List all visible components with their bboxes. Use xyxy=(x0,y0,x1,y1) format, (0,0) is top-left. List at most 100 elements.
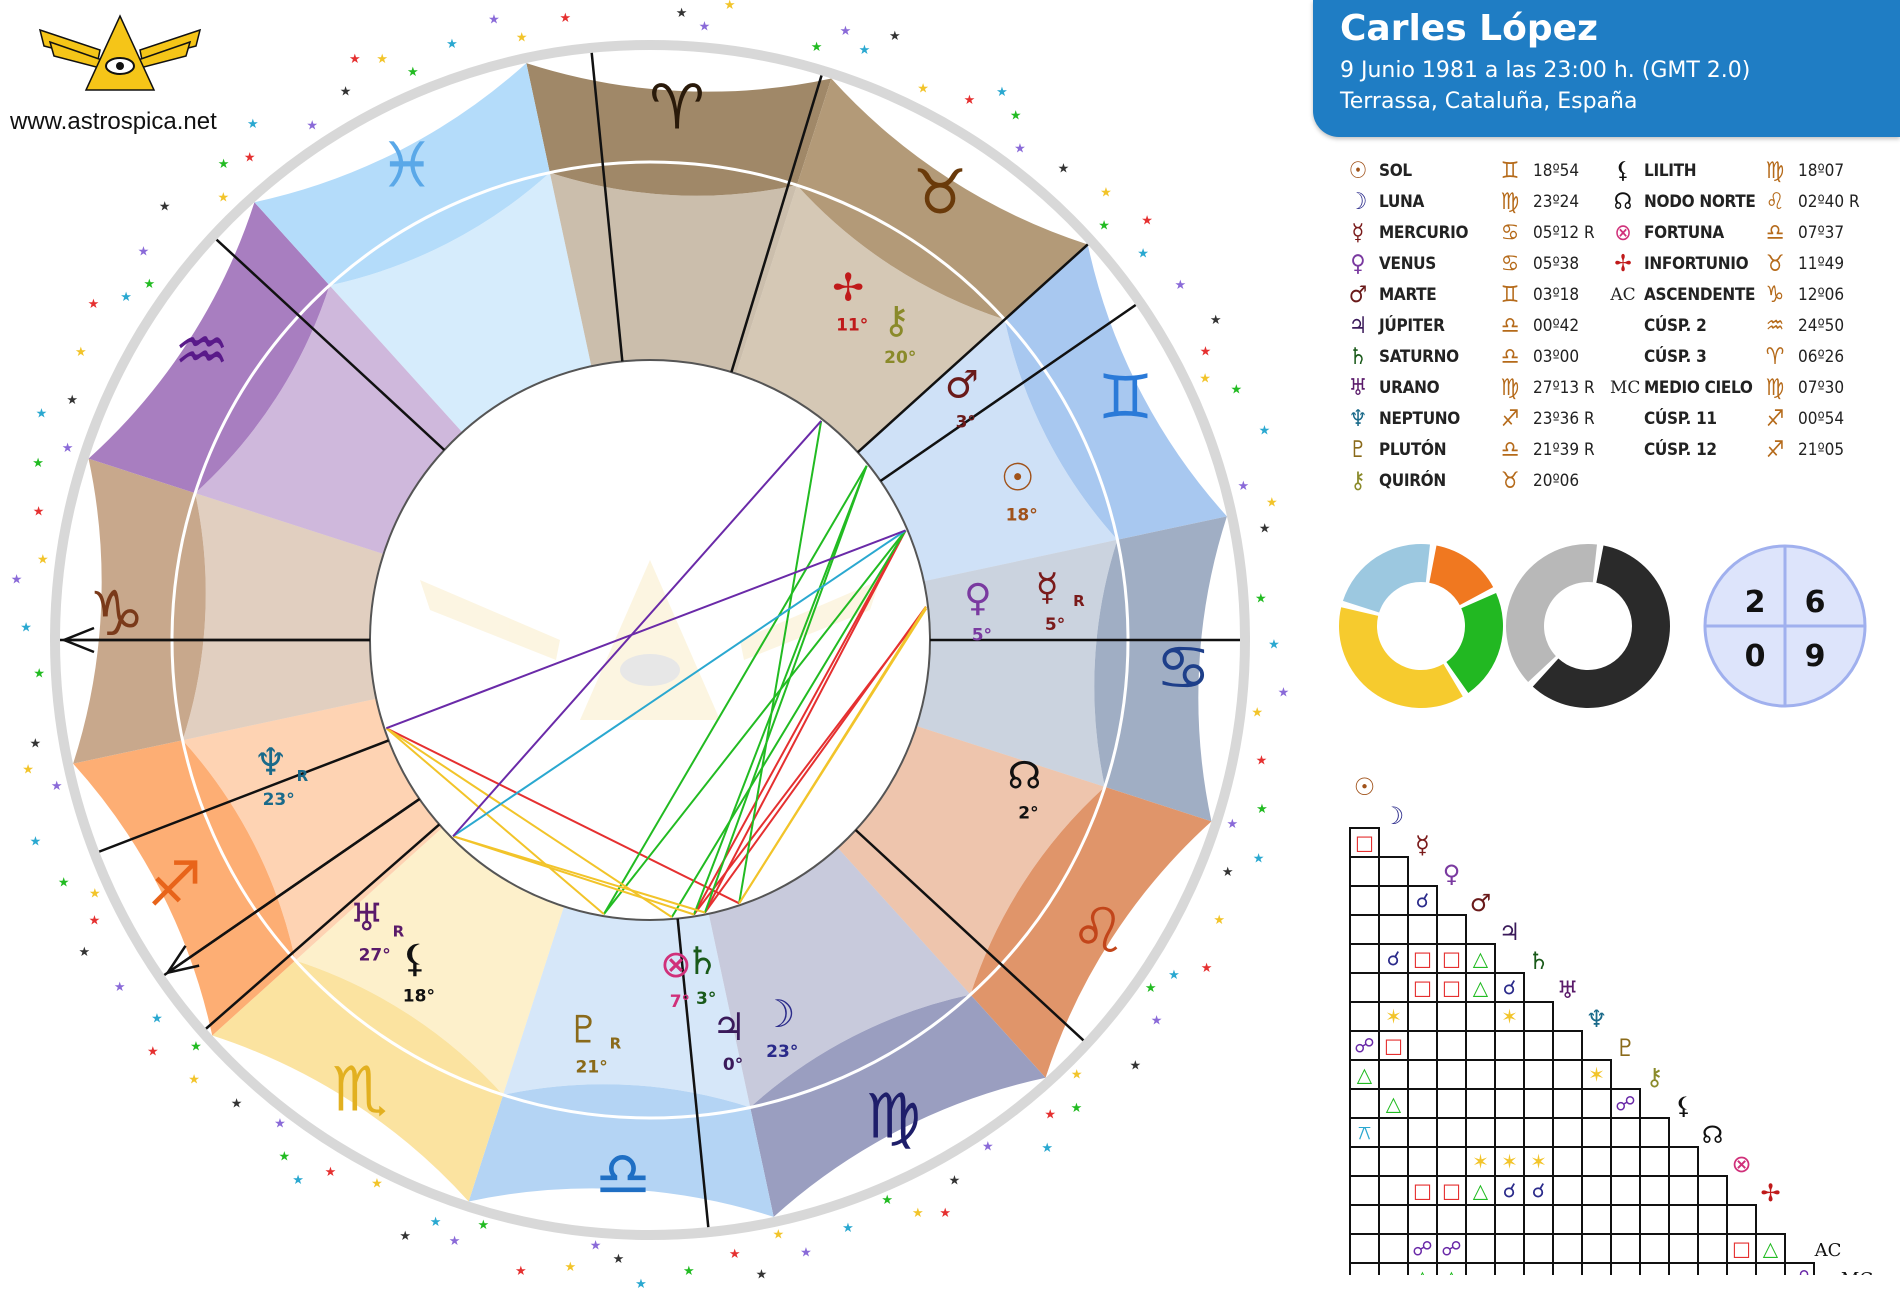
grid-label: ♇ xyxy=(1615,1034,1637,1062)
star-decoration: ★ xyxy=(147,1045,159,1060)
aspect-symbol: ✶ xyxy=(1501,1005,1518,1029)
grid-cell xyxy=(1581,1204,1612,1235)
body-glyph: ✢ xyxy=(832,266,864,310)
star-decoration: ★ xyxy=(1129,1058,1141,1073)
body-icon: ♅ xyxy=(1348,375,1368,401)
star-decoration: ★ xyxy=(88,297,100,312)
planet-row: ♀VENUS♋05º38 xyxy=(1345,249,1579,279)
star-decoration: ★ xyxy=(399,1229,411,1244)
grid-cell xyxy=(1552,1146,1583,1177)
star-decoration: ★ xyxy=(1251,706,1263,721)
aspect-symbol: □ xyxy=(1442,947,1461,971)
grid-cell xyxy=(1494,1059,1525,1090)
body-degree: 5° xyxy=(1045,615,1065,635)
star-decoration: ★ xyxy=(917,81,929,96)
sign-icon: ♎ xyxy=(1765,220,1785,246)
grid-cell xyxy=(1349,1175,1380,1206)
star-decoration: ★ xyxy=(683,1264,695,1279)
grid-cell xyxy=(1581,1117,1612,1148)
quadrant-count: 0 xyxy=(1745,639,1766,674)
star-decoration: ★ xyxy=(143,277,155,292)
body-icon: ♄ xyxy=(1348,344,1368,370)
star-decoration: ★ xyxy=(218,157,230,172)
donut-segment xyxy=(1532,545,1670,708)
body-name: NEPTUNO xyxy=(1379,409,1461,429)
aspect-symbol: ☍ xyxy=(1441,1237,1461,1261)
aspect-symbol: ☌ xyxy=(1387,947,1400,971)
aspect-line xyxy=(603,465,868,915)
quadrant-count: 9 xyxy=(1805,639,1826,674)
star-decoration: ★ xyxy=(1200,345,1212,360)
grid-label: ♃ xyxy=(1499,918,1521,946)
house-sector xyxy=(295,827,564,1095)
body-glyph: ⊗ xyxy=(660,942,692,986)
star-decoration: ★ xyxy=(79,945,91,960)
aspect-symbol: △ xyxy=(1386,1092,1402,1116)
planet-positions-table: ☉SOL♊18º54☽LUNA♍23º24☿MERCURIO♋05º12 R♀V… xyxy=(1345,156,1900,496)
planet-row: ☿MERCURIO♋05º12 R xyxy=(1345,218,1595,248)
body-icon: ☽ xyxy=(1348,189,1368,215)
grid-cell xyxy=(1349,1262,1380,1275)
house-cusp-2 xyxy=(215,238,446,451)
aspect-line xyxy=(452,529,907,838)
quadrant-count: 2 xyxy=(1745,585,1766,620)
house-cusp-12 xyxy=(98,739,390,853)
body-glyph: ☽ xyxy=(761,992,795,1036)
star-decoration: ★ xyxy=(488,12,500,27)
house-sector xyxy=(837,726,1105,995)
grid-cell xyxy=(1552,1233,1583,1264)
chart-body: ♆23°R xyxy=(254,740,309,810)
body-icon: ⊗ xyxy=(1614,220,1632,246)
star-decoration: ★ xyxy=(982,1139,994,1154)
grid-cell xyxy=(1436,943,1467,974)
retrograde-mark: R xyxy=(297,767,309,785)
grid-cell xyxy=(1552,1117,1583,1148)
body-icon: ☉ xyxy=(1348,158,1368,184)
house-sector xyxy=(195,285,463,554)
star-decoration: ★ xyxy=(478,1218,490,1233)
body-position: 03º00 xyxy=(1533,347,1580,367)
natal-chart-wheel: ★★★★★★★★★★★★★★★★★★★★★★★★★★★★★★★★★★★★★★★★… xyxy=(11,0,1290,1292)
star-decoration: ★ xyxy=(859,43,871,58)
aspect-symbol: △ xyxy=(1473,976,1489,1000)
ascendant-arrow xyxy=(60,626,370,654)
body-degree: 18° xyxy=(1006,505,1038,525)
house-sector xyxy=(708,847,971,1108)
body-icon: MC xyxy=(1610,378,1641,398)
grid-label: ✢ xyxy=(1760,1179,1780,1207)
star-decoration: ★ xyxy=(1199,371,1211,386)
star-decoration: ★ xyxy=(1137,247,1149,262)
star-decoration: ★ xyxy=(564,1260,576,1275)
grid-label: ☊ xyxy=(1702,1121,1723,1149)
star-decoration: ★ xyxy=(559,11,571,26)
site-url[interactable]: www.astrospica.net xyxy=(10,108,217,135)
star-decoration: ★ xyxy=(1259,423,1271,438)
grid-cell xyxy=(1523,1030,1554,1061)
star-decoration: ★ xyxy=(274,1116,286,1131)
sign-sector-capricornio xyxy=(73,458,206,764)
body-name: ASCENDENTE xyxy=(1644,285,1756,305)
point-row: CÚSP. 3♈06º26 xyxy=(1610,342,1844,372)
house-sector xyxy=(182,698,443,961)
star-decoration: ★ xyxy=(1255,592,1267,607)
body-glyph: ♇ xyxy=(567,1007,601,1051)
star-decoration: ★ xyxy=(349,52,361,67)
grid-label: MC xyxy=(1841,1269,1873,1275)
star-decoration: ★ xyxy=(371,1177,383,1192)
body-name: INFORTUNIO xyxy=(1644,254,1749,274)
star-decoration: ★ xyxy=(996,85,1008,100)
aspect-line xyxy=(452,835,695,916)
body-name: CÚSP. 12 xyxy=(1644,440,1717,460)
body-glyph: ♃ xyxy=(712,1005,746,1049)
aspect-symbol: ☌ xyxy=(1503,976,1516,1000)
body-degree: 23° xyxy=(263,790,295,810)
star-decoration: ★ xyxy=(1259,522,1271,537)
aspect-symbol: □ xyxy=(1413,976,1432,1000)
star-decoration: ★ xyxy=(949,1174,961,1189)
aspect-symbol: ☌ xyxy=(1416,889,1429,913)
aspect-symbol: □ xyxy=(1732,1237,1751,1261)
grid-cell xyxy=(1436,1001,1467,1032)
grid-cell xyxy=(1552,1175,1583,1206)
aspect-symbol: ☍ xyxy=(1789,1266,1809,1276)
grid-label: AC xyxy=(1814,1240,1842,1261)
